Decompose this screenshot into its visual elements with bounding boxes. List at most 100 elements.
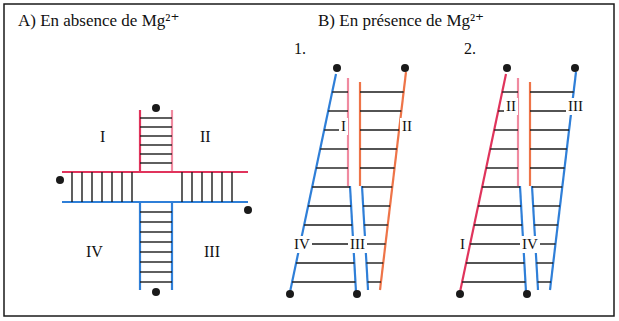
base-pair-rung (360, 167, 395, 168)
base-pair-rung (140, 261, 172, 262)
base-pair-rung (140, 221, 172, 222)
dna-strand (460, 74, 506, 292)
strand-label: I (100, 128, 105, 146)
base-pair-rung (140, 281, 172, 282)
strand-label: IV (292, 236, 312, 253)
base-pair-rung (140, 135, 172, 136)
strand-end-dot (152, 288, 160, 296)
strand-end-dot (503, 64, 511, 72)
strand-label: 1. (294, 40, 306, 58)
base-pair-rung (81, 172, 82, 202)
dna-strand (171, 202, 173, 290)
strand-end-dot (401, 64, 409, 72)
base-pair-rung (131, 172, 132, 202)
base-pair-rung (221, 172, 222, 202)
strand-end-dot (333, 64, 341, 72)
base-pair-rung (368, 281, 381, 282)
dna-strand (517, 78, 519, 186)
base-pair-rung (363, 205, 390, 206)
strand-label: I (339, 118, 348, 135)
strand-label: 2. (464, 40, 476, 58)
base-pair-rung (530, 91, 574, 92)
strand-end-dot (244, 206, 252, 214)
base-pair-rung (316, 167, 348, 168)
base-pair-rung (308, 205, 351, 206)
base-pair-rung (211, 172, 212, 202)
strand-label: I (458, 236, 467, 253)
base-pair-rung (536, 262, 553, 263)
base-pair-rung (140, 231, 172, 232)
panel-heading: B) En présence de Mg²⁺ (318, 12, 484, 31)
strand-end-dot (571, 64, 579, 72)
base-pair-rung (502, 91, 518, 92)
dna-strand (62, 171, 248, 173)
base-pair-rung (91, 172, 92, 202)
dna-strand (290, 74, 336, 292)
dna-strand (139, 202, 141, 290)
base-pair-rung (140, 251, 172, 252)
base-pair-rung (482, 186, 520, 187)
base-pair-rung (494, 129, 518, 130)
strand-label: III (348, 236, 367, 253)
base-pair-rung (201, 172, 202, 202)
base-pair-rung (530, 129, 569, 130)
dna-strand (62, 201, 248, 203)
base-pair-rung (140, 144, 172, 145)
panel-heading: A) En absence de Mg²⁺ (18, 12, 179, 31)
base-pair-rung (360, 148, 397, 149)
base-pair-rung (538, 281, 551, 282)
strand-label: II (200, 128, 211, 146)
base-pair-rung (365, 243, 385, 244)
base-pair-rung (328, 110, 348, 111)
strand-label: IV (86, 243, 103, 261)
strand-end-dot (56, 176, 64, 184)
strand-end-dot (152, 104, 160, 112)
strand-label: IV (520, 236, 540, 253)
base-pair-rung (101, 172, 102, 202)
strand-label: II (400, 118, 414, 135)
dna-strand (380, 72, 406, 290)
frame (4, 4, 614, 316)
base-pair-rung (366, 262, 383, 263)
base-pair-rung (140, 117, 172, 118)
base-pair-rung (304, 224, 352, 225)
base-pair-rung (533, 205, 560, 206)
base-pair-rung (71, 172, 72, 202)
base-pair-rung (474, 224, 522, 225)
base-pair-rung (466, 262, 524, 263)
base-pair-rung (360, 110, 401, 111)
strand-label: III (566, 98, 585, 115)
base-pair-rung (292, 281, 355, 282)
base-pair-rung (490, 148, 518, 149)
base-pair-rung (312, 186, 350, 187)
base-pair-rung (486, 167, 518, 168)
base-pair-rung (362, 186, 392, 187)
base-pair-rung (181, 172, 182, 202)
strand-label: II (504, 98, 518, 115)
base-pair-rung (534, 224, 558, 225)
base-pair-rung (360, 91, 404, 92)
base-pair-rung (296, 262, 354, 263)
base-pair-rung (360, 129, 399, 130)
base-pair-rung (470, 243, 523, 244)
base-pair-rung (140, 126, 172, 127)
base-pair-rung (191, 172, 192, 202)
base-pair-rung (530, 167, 565, 168)
strand-label: III (204, 243, 220, 261)
strand-end-dot (286, 290, 294, 298)
base-pair-rung (332, 91, 348, 92)
dna-strand (529, 82, 531, 186)
strand-end-dot (523, 290, 531, 298)
base-pair-rung (364, 224, 388, 225)
base-pair-rung (140, 162, 172, 163)
base-pair-rung (462, 281, 525, 282)
base-pair-rung (532, 186, 562, 187)
base-pair-rung (478, 205, 521, 206)
base-pair-rung (140, 271, 172, 272)
base-pair-rung (140, 211, 172, 212)
base-pair-rung (320, 148, 348, 149)
base-pair-rung (530, 148, 567, 149)
